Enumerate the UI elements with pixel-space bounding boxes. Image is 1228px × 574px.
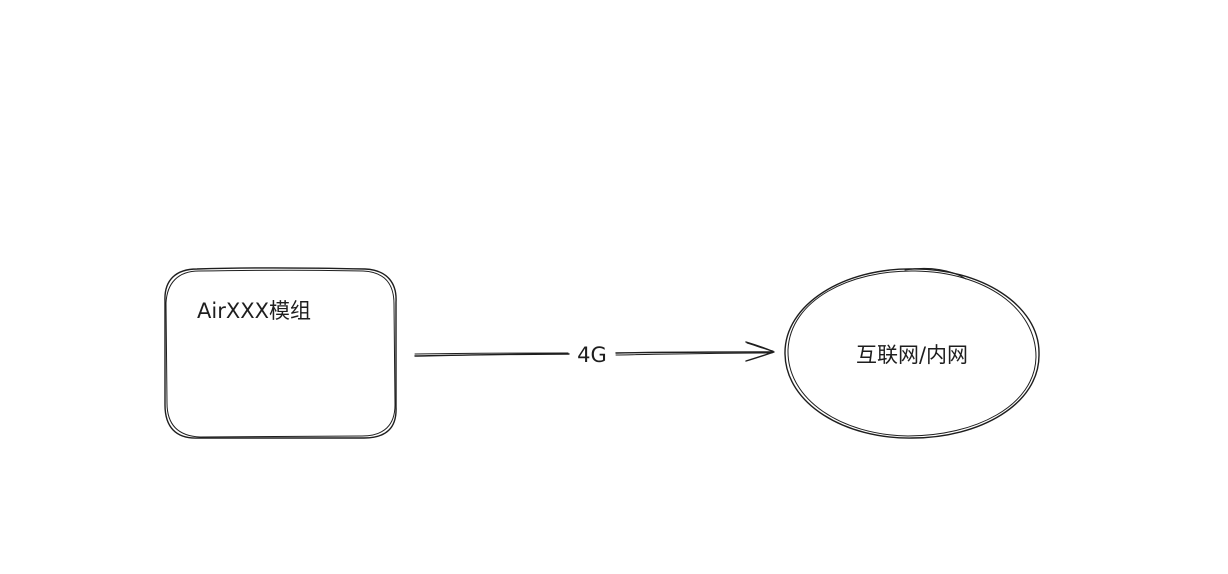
edge-arrowhead-sketch	[746, 342, 774, 352]
edge-4g[interactable]: 4G	[414, 341, 775, 367]
network-node-outline	[784, 268, 1040, 439]
edge-line-right	[615, 351, 774, 354]
edge-line-right-sketch	[615, 352, 773, 356]
module-node-outline-sketch	[165, 269, 396, 438]
module-node-label: AirXXX模组	[197, 299, 311, 323]
module-node-outline	[164, 267, 397, 439]
edge-label: 4G	[577, 343, 607, 367]
network-node-outline-tail	[904, 267, 967, 280]
network-node-outline-sketch	[787, 270, 1037, 437]
edge-line-left-sketch	[414, 352, 569, 355]
edge-line-left	[414, 353, 570, 357]
edge-arrowhead	[745, 341, 775, 362]
network-node[interactable]: 互联网/内网	[784, 267, 1040, 439]
network-node-label: 互联网/内网	[856, 343, 968, 367]
module-node[interactable]: AirXXX模组	[164, 267, 397, 439]
